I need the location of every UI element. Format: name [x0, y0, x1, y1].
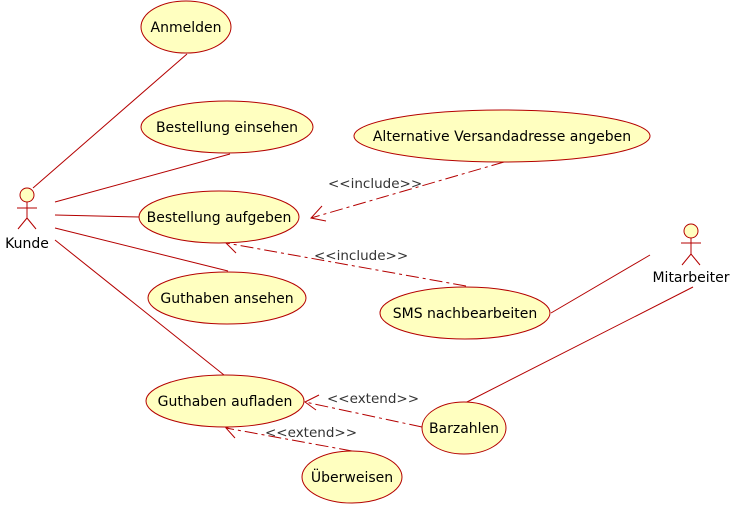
- associations: [32, 53, 694, 404]
- assoc-mitarbeiter-sms: [550, 254, 651, 314]
- use-case-bestellung-einsehen[interactable]: Bestellung einsehen: [140, 100, 314, 154]
- use-case-ueberweisen[interactable]: Überweisen: [301, 450, 403, 504]
- use-case-anmelden[interactable]: Anmelden: [140, 0, 232, 54]
- actor-kunde[interactable]: Kunde: [5, 187, 49, 252]
- include-versand-label: <<include>>: [328, 176, 422, 192]
- include-versand-arrowhead: [310, 205, 327, 222]
- assoc-kunde-bestellung-einsehen: [54, 153, 231, 203]
- use-case-alternative-versandadresse-label: Alternative Versandadresse angeben: [373, 129, 631, 145]
- assoc-kunde-bestellung-aufgeben: [54, 214, 141, 218]
- extend-ueberweisen-line: [225, 427, 353, 452]
- use-case-guthaben-ansehen[interactable]: Guthaben ansehen: [147, 271, 307, 325]
- use-case-anmelden-label: Anmelden: [151, 20, 222, 36]
- use-case-bestellung-aufgeben-label: Bestellung aufgeben: [147, 210, 292, 226]
- use-case-sms-nachbearbeiten[interactable]: SMS nachbearbeiten: [379, 286, 551, 340]
- assoc-mitarbeiter-barzahlen: [464, 286, 694, 404]
- extend-barzahlen-line: [304, 401, 423, 428]
- assoc-kunde-anmelden: [32, 53, 188, 189]
- extend-ueberweisen-label: <<extend>>: [265, 425, 357, 441]
- include-sms-line: [225, 242, 467, 287]
- use-case-alternative-versandadresse[interactable]: Alternative Versandadresse angeben: [353, 109, 651, 163]
- extend-barzahlen-label: <<extend>>: [327, 391, 419, 407]
- actor-mitarbeiter-head: [683, 223, 699, 239]
- actor-mitarbeiter-label: Mitarbeiter: [652, 270, 729, 286]
- use-case-bestellung-einsehen-label: Bestellung einsehen: [156, 120, 298, 136]
- use-case-bestellung-aufgeben[interactable]: Bestellung aufgeben: [138, 190, 300, 244]
- use-case-guthaben-aufladen-label: Guthaben aufladen: [158, 394, 293, 410]
- extend-barzahlen-arrowhead: [304, 394, 320, 411]
- use-case-ueberweisen-label: Überweisen: [311, 468, 393, 486]
- actor-mitarbeiter[interactable]: Mitarbeiter: [652, 223, 730, 286]
- assoc-kunde-guthaben-ansehen: [54, 227, 229, 272]
- use-case-barzahlen-label: Barzahlen: [429, 421, 499, 437]
- assoc-kunde-guthaben-aufladen: [54, 239, 225, 376]
- actor-kunde-head: [19, 187, 35, 203]
- include-sms-label: <<include>>: [314, 248, 408, 264]
- use-case-guthaben-aufladen[interactable]: Guthaben aufladen: [145, 374, 305, 428]
- dependencies: [225, 161, 505, 452]
- relation-labels: <<include>> <<include>> <<extend>> <<ext…: [265, 176, 422, 441]
- use-case-sms-nachbearbeiten-label: SMS nachbearbeiten: [393, 306, 538, 322]
- include-versand-line: [310, 161, 505, 219]
- use-case-barzahlen[interactable]: Barzahlen: [421, 401, 507, 455]
- actor-kunde-label: Kunde: [5, 236, 49, 252]
- use-case-guthaben-ansehen-label: Guthaben ansehen: [160, 291, 293, 307]
